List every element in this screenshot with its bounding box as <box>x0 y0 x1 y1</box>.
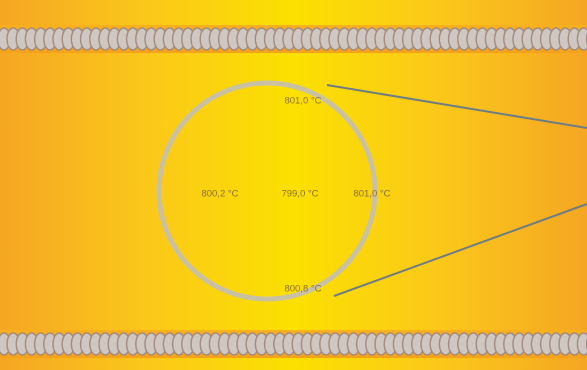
temp-label-center: 799,0 °C <box>281 189 318 200</box>
top-heating-coils <box>0 28 587 50</box>
coil-winding <box>577 333 587 355</box>
coil-winding <box>577 28 587 50</box>
bottom-heating-coils <box>0 333 587 355</box>
temp-label-top: 801,0 °C <box>284 96 321 107</box>
temp-label-left: 800,2 °C <box>201 189 238 200</box>
temp-label-bottom: 800,8 °C <box>284 284 321 295</box>
temp-label-right: 801,0 °C <box>353 189 390 200</box>
